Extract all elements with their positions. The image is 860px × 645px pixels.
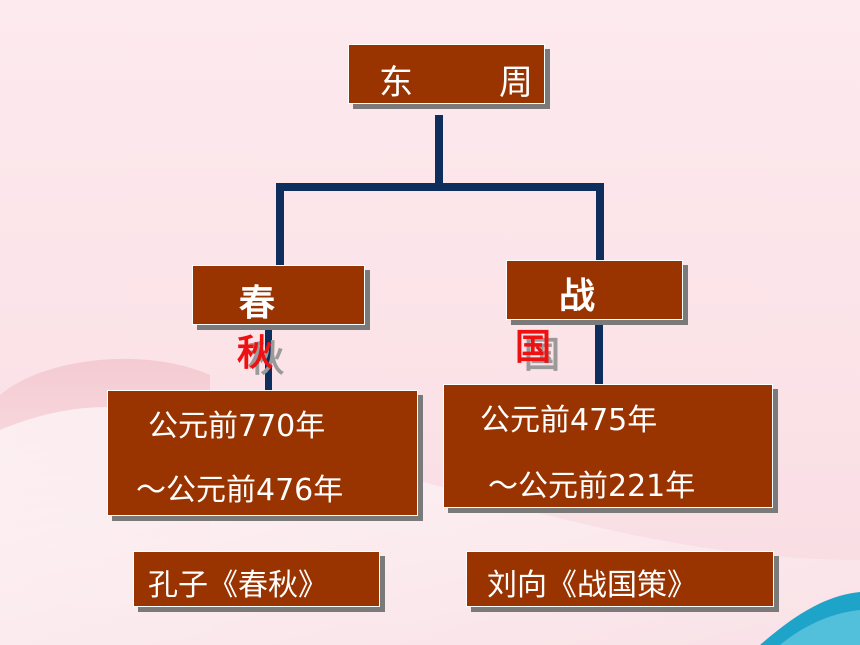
warring-states-start-date: 公元前475年	[480, 403, 658, 438]
connector-left-vertical	[276, 183, 284, 267]
warring-states-end-date: ～公元前221年	[488, 469, 696, 504]
spring-autumn-book: 孔子《春秋》	[148, 568, 328, 603]
warring-states-subtitle-shadow: 国	[524, 335, 561, 376]
connector-right-lower	[595, 320, 603, 384]
spring-autumn-subtitle-shadow: 秋	[248, 339, 285, 380]
spring-autumn-end-date: ～公元前476年	[136, 473, 344, 508]
spring-autumn-start-date: 公元前770年	[148, 409, 326, 444]
warring-states-title: 战	[559, 276, 596, 317]
eastern-zhou-title: 东 周	[379, 63, 539, 103]
spring-autumn-box: 春	[192, 265, 365, 325]
connector-right-vertical	[596, 183, 604, 263]
spring-autumn-title: 春	[239, 283, 276, 324]
connector-horizontal	[276, 183, 604, 191]
spring-autumn-dates-box: 公元前770年 ～公元前476年	[107, 390, 418, 516]
spring-autumn-subtitle: 秋	[237, 333, 274, 374]
warring-states-book-box: 刘向《战国策》	[466, 551, 774, 607]
spring-autumn-book-box: 孔子《春秋》	[133, 551, 380, 607]
connector-left-lower	[265, 328, 272, 390]
warring-states-book: 刘向《战国策》	[487, 568, 697, 603]
eastern-zhou-box: 东 周	[348, 44, 545, 104]
warring-states-box: 战	[506, 260, 683, 320]
warring-states-dates-box: 公元前475年 ～公元前221年	[443, 384, 773, 508]
warring-states-subtitle: 国	[515, 327, 552, 368]
connector-top-vertical	[435, 115, 443, 187]
